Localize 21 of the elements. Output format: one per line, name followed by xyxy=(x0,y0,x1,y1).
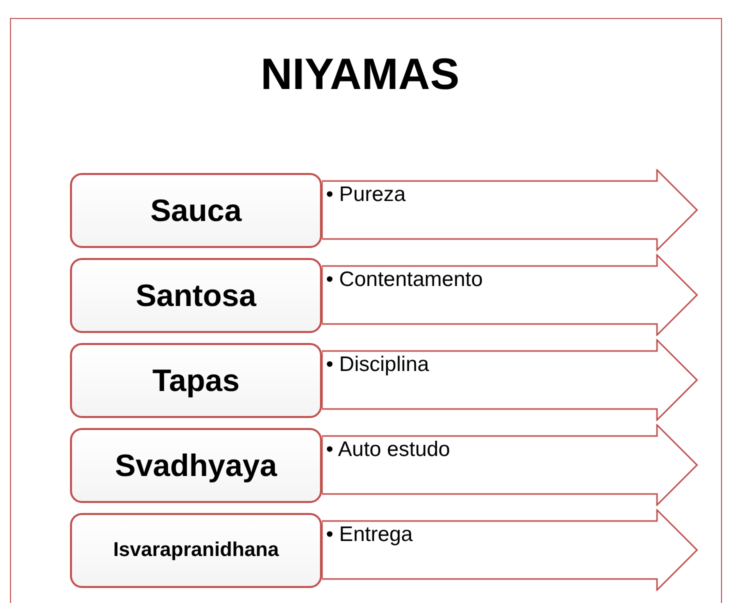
term-label: Svadhyaya xyxy=(115,448,277,484)
term-box xyxy=(70,258,322,333)
term-box xyxy=(70,343,322,418)
title: NIYAMAS xyxy=(260,50,460,100)
bullet-item: • Contentamento xyxy=(326,268,483,292)
term-label: Isvarapranidhana xyxy=(113,539,279,562)
bullet-item: • Entrega xyxy=(326,523,413,547)
bullet-item: • Disciplina xyxy=(326,353,430,377)
term-box xyxy=(70,428,322,503)
term-label: Sauca xyxy=(150,192,242,228)
term-label: Santosa xyxy=(136,278,256,314)
arrow-shape xyxy=(322,424,700,506)
bullet-item: • Pureza xyxy=(326,183,406,207)
bullet-item: • Auto estudo xyxy=(326,438,450,462)
arrow-shape xyxy=(322,169,700,251)
term-box xyxy=(70,173,322,248)
term-box xyxy=(70,513,322,588)
arrow-shape xyxy=(322,509,700,591)
term-label: Tapas xyxy=(152,362,240,398)
arrow-shape xyxy=(322,254,700,336)
arrow-shape xyxy=(322,339,700,421)
